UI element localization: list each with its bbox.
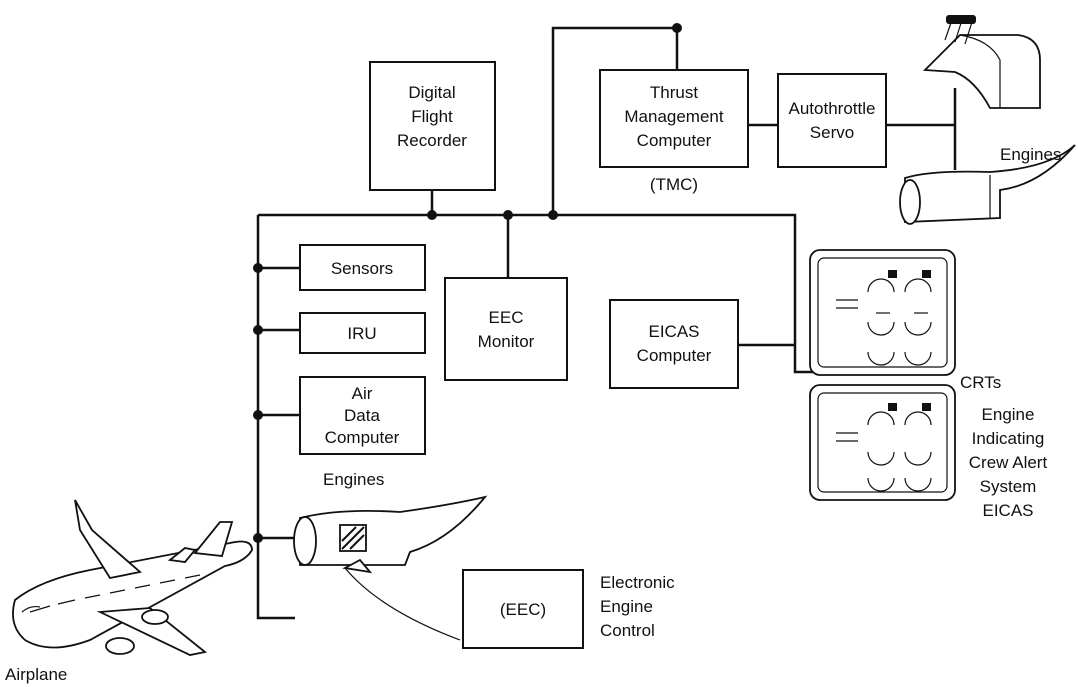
tmc-line-2: Management [624,107,724,126]
air-data-computer-line-1: Air [352,384,373,403]
engine-with-eec-icon [293,495,488,641]
digital-flight-recorder-line-3: Recorder [397,131,467,150]
eicas-computer-box: EICAS Computer [609,299,739,389]
sensors-label: Sensors [331,259,393,278]
airplane-icon [12,499,253,656]
eicas-label-line-3: Crew Alert [969,453,1048,472]
tmc-abbreviation-label: (TMC) [650,175,698,194]
eec-monitor-line-2: Monitor [478,332,535,351]
eicas-label-line-1: Engine [982,405,1035,424]
eicas-label-line-5: EICAS [982,501,1033,520]
throttle-quadrant-icon [922,15,1041,109]
eec-label: (EEC) [500,600,546,619]
airplane-label: Airplane [5,665,67,684]
air-data-computer-line-2: Data [344,406,380,425]
junction-dots [253,23,682,543]
electronic-engine-control-line-2: Engine [600,597,653,616]
engine-nacelle-top-icon [899,144,1076,225]
electronic-engine-control-line-1: Electronic [600,573,675,592]
iru-label: IRU [347,324,376,343]
tmc-line-3: Computer [637,131,712,150]
sensors-box: Sensors [299,244,426,291]
autothrottle-servo-box: Autothrottle Servo [777,73,887,168]
eicas-computer-line-1: EICAS [648,322,699,341]
eec-monitor-line-1: EEC [489,308,524,327]
electronic-engine-control-line-3: Control [600,621,655,640]
digital-flight-recorder-line-1: Digital [408,83,455,102]
eicas-label-line-2: Indicating [972,429,1045,448]
air-data-computer-line-3: Computer [325,428,400,447]
eicas-label-line-4: System [980,477,1037,496]
digital-flight-recorder-box: Digital Flight Recorder [369,61,496,191]
crt-display-lower [809,384,956,501]
digital-flight-recorder-line-2: Flight [411,107,453,126]
engines-top-label: Engines [1000,145,1061,164]
autothrottle-servo-line-1: Autothrottle [789,99,876,118]
crts-label: CRTs [960,373,1001,392]
crt-display-upper [809,249,956,376]
eicas-computer-line-2: Computer [637,346,712,365]
engines-left-label: Engines [323,470,384,489]
iru-box: IRU [299,312,426,354]
thrust-management-computer-box: Thrust Management Computer [599,69,749,168]
autothrottle-servo-line-2: Servo [810,123,854,142]
air-data-computer-box: Air Data Computer [299,376,426,455]
eec-monitor-box: EEC Monitor [444,277,568,381]
tmc-line-1: Thrust [650,83,698,102]
eec-box: (EEC) [462,569,584,649]
